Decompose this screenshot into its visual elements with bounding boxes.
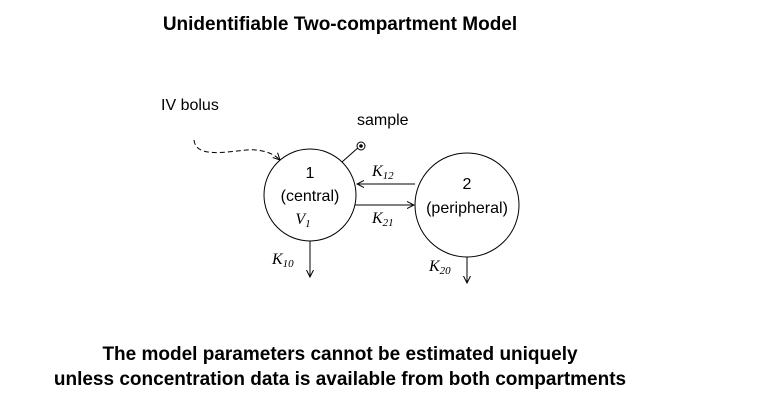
central-volume-label: V1 <box>295 211 310 230</box>
central-compartment-name: (central) <box>281 188 340 205</box>
sample-probe-line <box>341 145 361 163</box>
sample-label: sample <box>357 112 409 129</box>
k12-label: K12 <box>371 163 394 182</box>
peripheral-compartment-number: 2 <box>463 176 472 193</box>
k10-label: K10 <box>271 251 294 270</box>
diagram-title: Unidentifiable Two-compartment Model <box>162 14 518 35</box>
peripheral-compartment-name: (peripheral) <box>426 200 508 217</box>
iv-bolus-label: IV bolus <box>161 97 219 114</box>
k20-label: K20 <box>428 258 451 277</box>
diagram-caption: The model parameters cannot be estimated… <box>0 342 680 392</box>
caption-line-2: unless concentration data is available f… <box>53 369 627 390</box>
central-compartment-number: 1 <box>306 165 315 182</box>
iv-bolus-arrow <box>193 139 280 160</box>
caption-line-1: The model parameters cannot be estimated… <box>102 344 578 365</box>
sample-point-center-icon <box>359 144 363 148</box>
k21-label: K21 <box>371 210 394 229</box>
